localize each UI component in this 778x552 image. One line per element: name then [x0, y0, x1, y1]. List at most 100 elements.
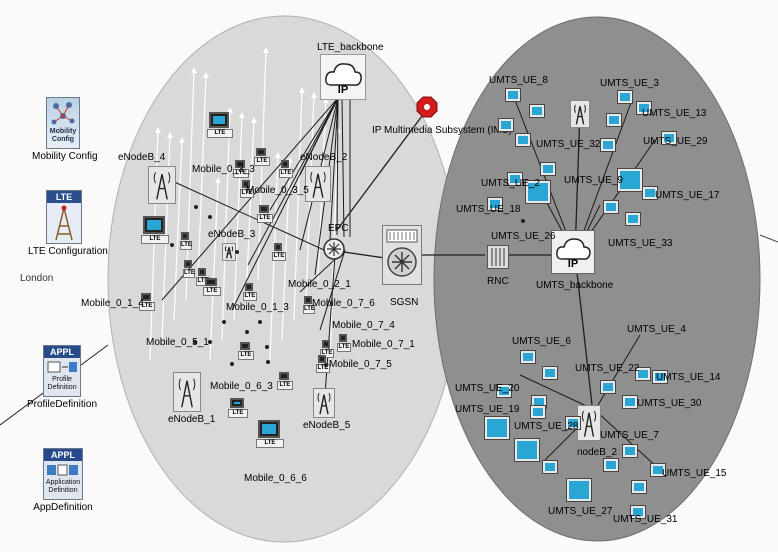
umts-ue-device[interactable]	[650, 463, 666, 483]
lte-device[interactable]: LTE	[303, 296, 315, 314]
umts-ue-device[interactable]	[636, 101, 652, 121]
mobile-0-2-1-label: Mobile_0_2_1	[288, 279, 351, 290]
umts-ue-device[interactable]	[625, 212, 641, 232]
mobile-0-7-5-label: Mobile_0_7_5	[329, 359, 392, 370]
umts-backbone-label: UMTS_backbone	[536, 280, 614, 291]
lte-device[interactable]: LTE	[277, 372, 293, 394]
mobile-0-7-1-label: Mobile_0_7_1	[352, 339, 415, 350]
umts-ue-device[interactable]	[606, 113, 622, 133]
lte-configuration-node[interactable]: LTE LTE Configuration	[28, 190, 108, 257]
lte-device[interactable]: LTE	[238, 342, 254, 364]
mobile-0-3-3-label: Mobile_0_3_3	[192, 164, 255, 175]
lte-device[interactable]: LTE	[141, 216, 169, 250]
lte-device[interactable]: LTE	[228, 398, 248, 424]
umts-ue-3-device[interactable]	[617, 90, 633, 110]
umts-ue-8-device[interactable]	[505, 88, 521, 108]
enodeb-1-label: eNodeB_1	[168, 414, 216, 425]
lte-device[interactable]: LTE	[320, 340, 334, 360]
lte-device[interactable]: LTE	[240, 180, 254, 200]
mobile-0-3-3-device[interactable]: LTE	[207, 112, 233, 144]
umts-backbone-node[interactable]: IP	[551, 230, 595, 274]
enodeb-5-icon[interactable]	[313, 388, 335, 418]
ims-label: IP Multimedia Subsystem (IMS)	[372, 125, 512, 136]
lte-device[interactable]: LTE	[279, 160, 293, 180]
lte-device[interactable]: LTE	[183, 260, 195, 278]
epc-label: EPC	[328, 223, 349, 234]
rnc-node[interactable]	[487, 245, 509, 269]
umts-ue-27-device[interactable]	[566, 478, 592, 508]
umts-ue-6-label: UMTS_UE_6	[512, 336, 571, 347]
location-label: London	[20, 273, 54, 284]
rnc-label: RNC	[487, 276, 509, 287]
umts-ue-device[interactable]	[661, 131, 677, 151]
umts-ue-device[interactable]	[487, 197, 503, 217]
lte-device[interactable]: LTE	[272, 243, 286, 263]
umts-ue-device[interactable]	[631, 480, 647, 500]
lte-configuration-label: LTE Configuration	[28, 246, 108, 257]
mobile-0-6-3-label: Mobile_0_6_3	[210, 381, 273, 392]
umts-ue-device[interactable]	[529, 104, 545, 124]
epc-router-icon[interactable]	[323, 238, 345, 260]
mobile-marker-dot	[170, 243, 174, 247]
enodeb-3-label: eNodeB_3	[208, 229, 256, 240]
umts-ue-device[interactable]	[520, 350, 536, 370]
umts-ue-7-label: UMTS_UE_7	[600, 430, 659, 441]
umts-ue-device[interactable]	[603, 458, 619, 478]
lte-device[interactable]: LTE	[180, 232, 192, 250]
umts-ue-4-device[interactable]	[635, 367, 651, 387]
enodeb-4-icon[interactable]	[148, 166, 176, 204]
umts-ue-device[interactable]	[530, 405, 546, 425]
umts-ue-device[interactable]	[540, 162, 556, 182]
lte-device[interactable]: LTE	[316, 355, 330, 375]
umts-ue-device[interactable]	[542, 460, 558, 480]
sgsn-node[interactable]	[382, 225, 422, 285]
umts-ue-9-label: UMTS_UE_9	[564, 175, 623, 186]
umts-ue-device[interactable]	[622, 395, 638, 415]
umts-ue-2-device[interactable]	[507, 172, 523, 192]
umts-ue-device[interactable]	[565, 416, 581, 436]
umts-ue-2-label: UMTS_UE_2	[481, 178, 540, 189]
umts-ue-device[interactable]	[642, 186, 658, 206]
umts-ue-4-label: UMTS_UE_4	[627, 324, 686, 335]
enodeb-1-icon[interactable]	[173, 372, 201, 412]
umts-ue-device[interactable]	[600, 138, 616, 158]
umts-ue-device[interactable]	[652, 370, 668, 390]
enodeb-2-icon[interactable]	[305, 166, 331, 202]
ims-node[interactable]	[416, 96, 438, 118]
mobile-0-7-4-label: Mobile_0_7_4	[332, 320, 395, 331]
lte-device[interactable]: LTE	[233, 160, 249, 182]
umts-ue-19-device[interactable]	[484, 416, 510, 446]
umts-ue-20-device[interactable]	[496, 384, 512, 404]
enodeb-3-icon[interactable]	[222, 243, 236, 261]
umts-ue-device[interactable]	[515, 133, 531, 153]
umts-ue-31-label: UMTS_UE_31	[613, 514, 678, 525]
umts-ue-device[interactable]	[525, 180, 551, 210]
lte-device[interactable]: LTE	[139, 293, 155, 315]
lte-backbone-label: LTE_backbone	[317, 42, 384, 53]
lte-device[interactable]: LTE	[257, 205, 273, 227]
umts-ue-7-device[interactable]	[622, 444, 638, 464]
umts-ue-device[interactable]	[498, 118, 514, 138]
lte-device[interactable]: LTE	[196, 268, 210, 288]
lte-device[interactable]: LTE	[254, 148, 270, 170]
lte-device[interactable]: LTE	[203, 278, 221, 302]
umts-ue-9-device[interactable]	[617, 168, 643, 198]
umts-ue-device[interactable]	[514, 438, 540, 468]
umts-ue-32-label: UMTS_UE_32	[536, 139, 601, 150]
enodeb-5-label: eNodeB_5	[303, 420, 351, 431]
umts-tower-icon[interactable]	[570, 100, 590, 128]
profile-definition-label: ProfileDefinition	[26, 399, 98, 410]
lte-backbone-node[interactable]: IP	[320, 54, 366, 100]
umts-ue-device[interactable]	[603, 200, 619, 220]
umts-ue-15-label: UMTS_UE_15	[662, 468, 727, 479]
umts-ue-device[interactable]	[600, 380, 616, 400]
mobile-0-6-6-device[interactable]: LTE	[256, 420, 284, 454]
lte-device[interactable]: LTE	[337, 334, 351, 354]
lte-device[interactable]: LTE	[243, 283, 257, 303]
umts-ue-6-device[interactable]	[542, 366, 558, 386]
umts-ue-31-device[interactable]	[630, 505, 646, 525]
right-link-line	[759, 234, 778, 243]
